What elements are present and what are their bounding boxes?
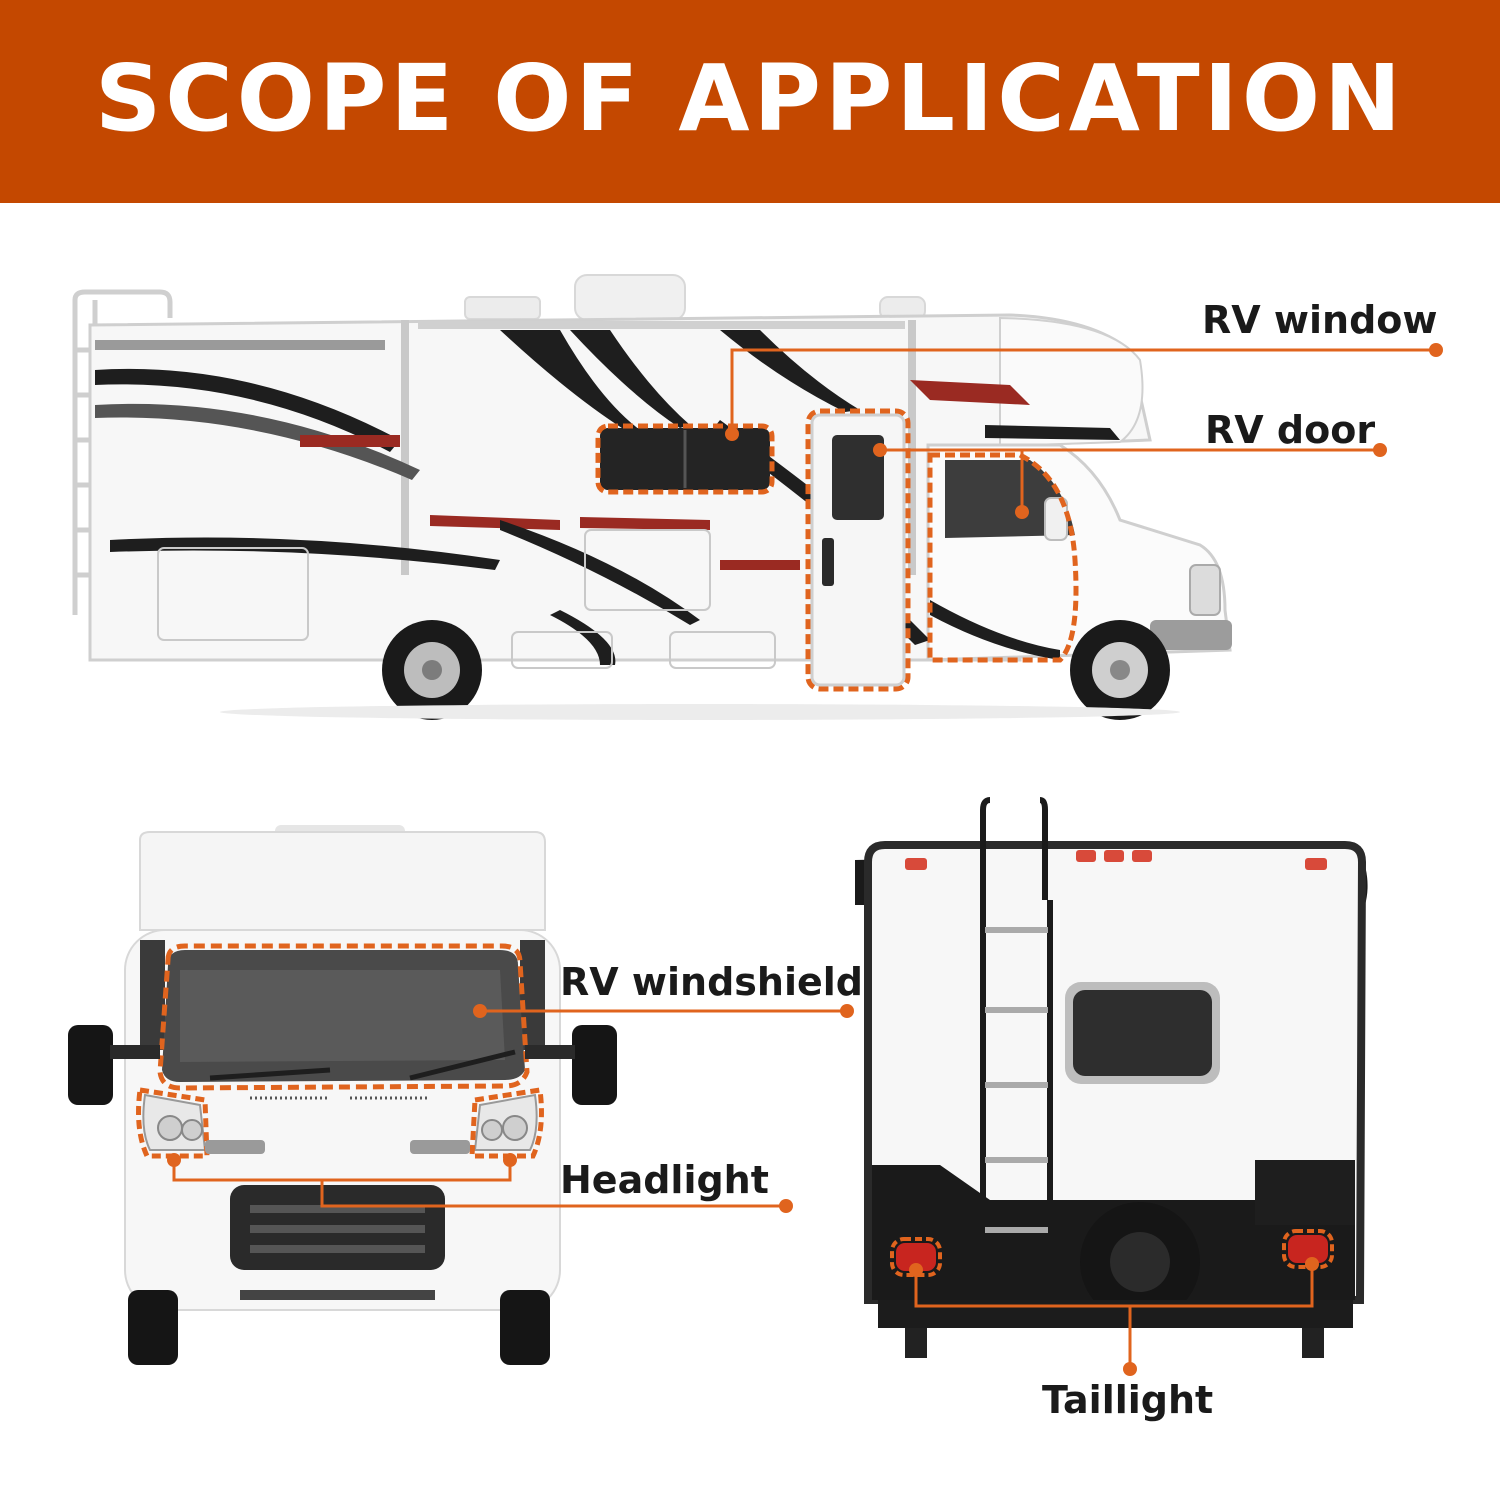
windshield-highlight [157, 943, 530, 1091]
left-taillight [896, 1243, 936, 1271]
roof-ac-unit [574, 274, 686, 321]
front-cab-over [139, 831, 546, 931]
page-title: SCOPE OF APPLICATION [94, 45, 1406, 152]
rv-door-highlight [805, 408, 911, 692]
rear-ladder-back [980, 797, 1053, 1240]
rv-window-highlight [595, 423, 775, 495]
right-mirror [572, 1025, 617, 1105]
label-headlight: Headlight [560, 1158, 769, 1202]
callout-window [730, 348, 1436, 434]
right-taillight [1288, 1235, 1328, 1263]
front-wheel [1070, 620, 1170, 720]
cab-window [945, 460, 1075, 538]
rv-rear-view [855, 797, 1368, 1358]
rv-front-view [68, 825, 617, 1365]
rear-bumper [878, 1300, 1353, 1328]
rv-side-view [72, 274, 1232, 720]
rear-wheel [382, 620, 482, 720]
label-rv-windshield: RV windshield [560, 960, 863, 1004]
title-banner: SCOPE OF APPLICATION [0, 0, 1500, 203]
label-taillight: Taillight [1042, 1378, 1214, 1422]
label-rv-door: RV door [1205, 408, 1376, 452]
callout-door [880, 448, 1380, 512]
label-rv-window: RV window [1202, 298, 1438, 342]
left-mirror [68, 1025, 113, 1105]
